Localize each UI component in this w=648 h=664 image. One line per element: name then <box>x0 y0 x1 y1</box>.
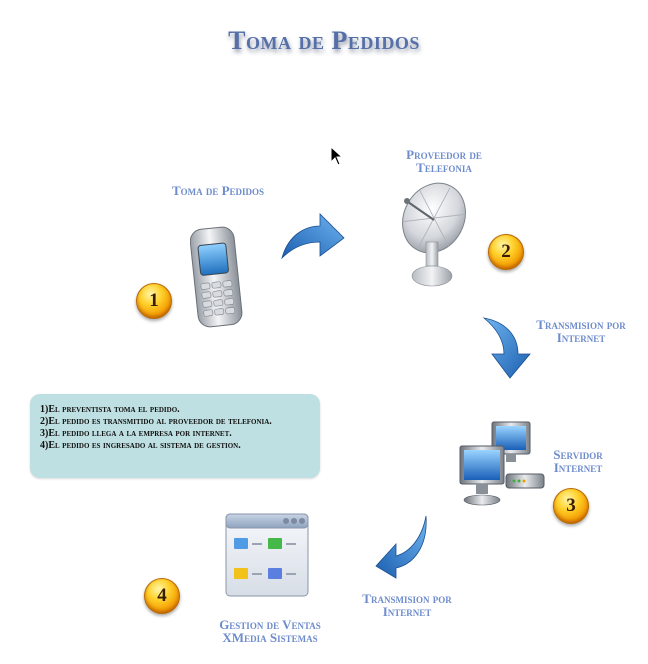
step-badge-3: 3 <box>553 488 589 524</box>
step-text-1: 1)El preventista toma el pedido. <box>40 404 180 415</box>
server-label: Servidor Internet <box>538 448 618 474</box>
edge2-line1: Transmision por <box>362 591 452 606</box>
step-badge-2: 2 <box>488 234 524 270</box>
provider-label-line2: Telefonia <box>416 160 472 175</box>
provider-label: Proveedor de Telefonia <box>380 148 508 174</box>
edge-label-provider-server: Transmision por Internet <box>516 318 646 344</box>
step-badge-1: 1 <box>136 283 172 319</box>
diagram-title: Toma de Pedidos <box>228 26 420 55</box>
steps-description-box: 1)El preventista toma el pedido. 2)El pe… <box>30 394 320 478</box>
app-label-line2: XMedia Sistemas <box>222 630 318 645</box>
mouse-cursor-icon <box>330 146 344 166</box>
provider-label-line1: Proveedor de <box>406 147 482 162</box>
arrow-provider-to-server <box>482 317 531 379</box>
app-label-line1: Gestion de Ventas <box>219 617 321 632</box>
step-text-4: 4)El pedido es ingresado al sistema de g… <box>40 440 241 451</box>
app-label: Gestion de Ventas XMedia Sistemas <box>196 618 344 644</box>
arrow-phone-to-provider <box>281 213 345 260</box>
satellite-dish-icon <box>402 182 466 287</box>
mobile-phone-icon <box>190 226 243 328</box>
step-badge-4: 4 <box>144 578 180 614</box>
server-label-line1: Servidor <box>553 447 603 462</box>
application-window-icon <box>225 513 309 597</box>
edge1-line2: Internet <box>556 330 606 345</box>
edge1-line1: Transmision por <box>536 317 626 332</box>
network-computers-icon <box>459 421 545 506</box>
edge-label-server-app: Transmision por Internet <box>342 592 472 618</box>
edge2-line2: Internet <box>382 604 432 619</box>
server-label-line2: Internet <box>553 460 603 475</box>
arrow-server-to-app <box>375 515 427 579</box>
step-text-2: 2)El pedido es transmitido al proveedor … <box>40 416 272 427</box>
step-text-3: 3)El pedido llega a la empresa por inter… <box>40 428 232 439</box>
phone-label: Toma de Pedidos <box>171 183 265 198</box>
